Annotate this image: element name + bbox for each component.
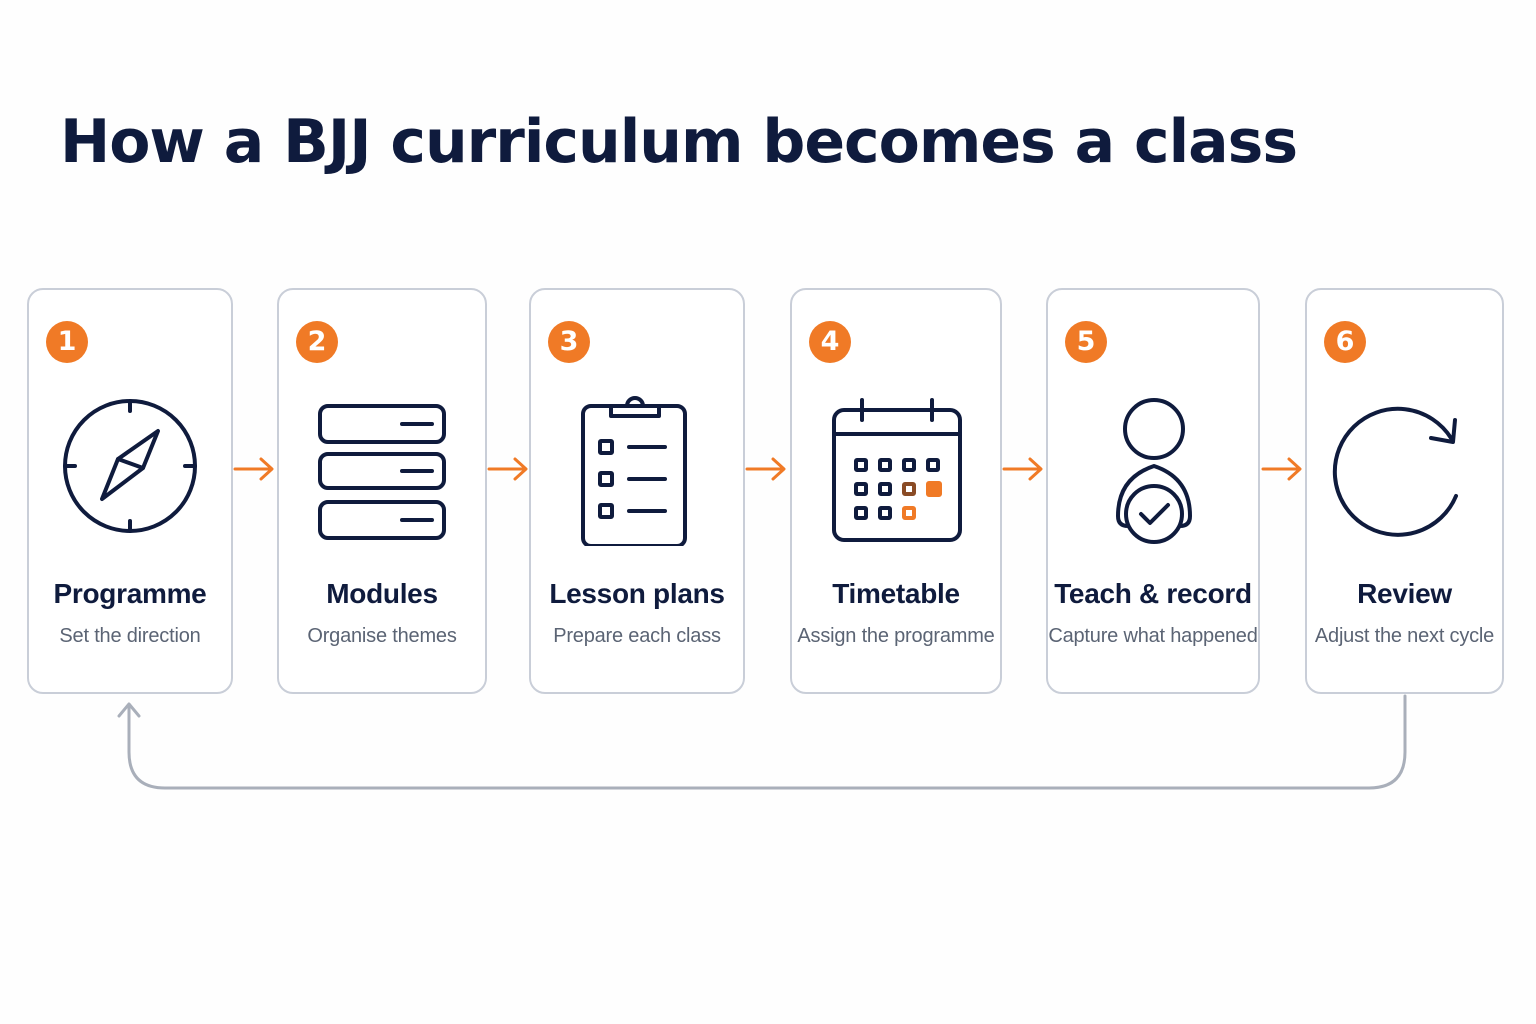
arrow-right-icon: [745, 454, 789, 484]
stacked-modules-icon: [302, 386, 462, 546]
step-title: Timetable: [832, 578, 960, 609]
step-title: Programme: [53, 578, 207, 609]
step-card-modules: 2 Modules Organise themes: [277, 288, 487, 694]
refresh-cycle-icon: [1325, 386, 1485, 546]
step-number-badge: 2: [296, 321, 338, 363]
step-subtitle: Set the direction: [59, 625, 201, 647]
step-number-badge: 5: [1065, 321, 1107, 363]
clipboard-checklist-icon: [557, 386, 717, 546]
arrow-right-icon: [1002, 454, 1046, 484]
step-title: Teach & record: [1054, 578, 1252, 609]
arrow-right-icon: [487, 454, 531, 484]
step-card-programme: 1 Programme Set the direction: [27, 288, 233, 694]
step-subtitle: Adjust the next cycle: [1314, 625, 1495, 647]
step-number-badge: 6: [1324, 321, 1366, 363]
compass-icon: [50, 386, 210, 546]
step-number-badge: 4: [809, 321, 851, 363]
step-card-lesson-plans: 3 Lesson plans Prepare each class: [529, 288, 745, 694]
calendar-icon: [816, 386, 976, 546]
step-card-timetable: 4 Timetable Assign the programme: [790, 288, 1002, 694]
person-check-icon: [1073, 386, 1233, 546]
step-subtitle: Assign the programme: [797, 625, 995, 647]
step-number-badge: 3: [548, 321, 590, 363]
step-subtitle: Capture what happened: [1048, 625, 1258, 647]
step-title: Modules: [326, 578, 438, 609]
step-subtitle: Prepare each class: [553, 625, 721, 647]
step-number-badge: 1: [46, 321, 88, 363]
step-title: Review: [1357, 578, 1452, 609]
step-card-review: 6 Review Adjust the next cycle: [1305, 288, 1504, 694]
step-title: Lesson plans: [549, 578, 725, 609]
arrow-right-icon: [233, 454, 277, 484]
arrow-right-icon: [1261, 454, 1305, 484]
page-title: How a BJJ curriculum becomes a class: [60, 107, 1298, 177]
step-subtitle: Organise themes: [307, 625, 457, 647]
step-card-teach-record: 5 Teach & record Capture what happened: [1046, 288, 1260, 694]
